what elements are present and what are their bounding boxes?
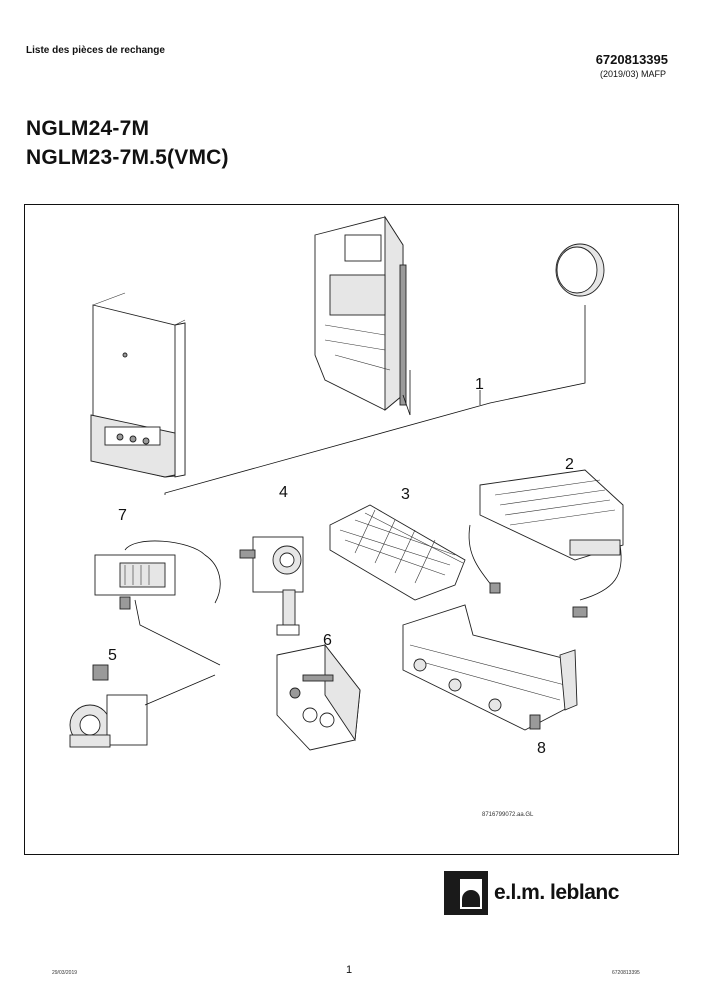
callout-6: 6 <box>323 632 332 649</box>
footer-date: 29/03/2019 <box>52 970 78 976</box>
callout-8: 8 <box>537 740 546 757</box>
boiler-casing-part <box>90 292 186 478</box>
diagram-frame <box>24 204 679 855</box>
callout-2: 2 <box>565 456 574 473</box>
callout-7: 7 <box>118 507 127 524</box>
drawing-reference: 8716799072.aa.GL <box>482 812 534 818</box>
model-name-2: NGLM23-7M.5(VMC) <box>26 146 229 169</box>
boiler-frame-part <box>314 215 411 416</box>
callout-3: 3 <box>401 486 410 503</box>
footer-document-number: 6720813395 <box>612 970 640 976</box>
hydraulic-bracket-part <box>402 604 578 731</box>
gas-valve-part <box>239 536 304 636</box>
document-edition: (2019/03) MAFP <box>599 69 666 79</box>
callout-5: 5 <box>108 647 117 664</box>
document-type: Liste des pièces de rechange <box>26 45 165 56</box>
pump-unit-part <box>69 664 216 748</box>
exploded-parts-diagram: 1 2 3 4 5 6 7 8 <box>69 215 624 757</box>
model-name-1: NGLM24-7M <box>26 117 150 140</box>
control-unit-part <box>276 643 361 751</box>
callout-4: 4 <box>279 484 288 501</box>
page-number: 1 <box>346 964 353 976</box>
heat-exchanger-part <box>329 504 466 601</box>
elm-leblanc-logo-icon <box>444 871 488 915</box>
brand-name: e.l.m. leblanc <box>494 881 619 904</box>
expansion-vessel-part <box>555 243 605 297</box>
burner-assembly-part <box>468 469 624 618</box>
document-number: 6720813395 <box>595 52 668 67</box>
callout-1-leaders <box>164 305 586 495</box>
hydraulic-pump-group-part <box>94 540 221 666</box>
callout-1: 1 <box>475 376 484 393</box>
